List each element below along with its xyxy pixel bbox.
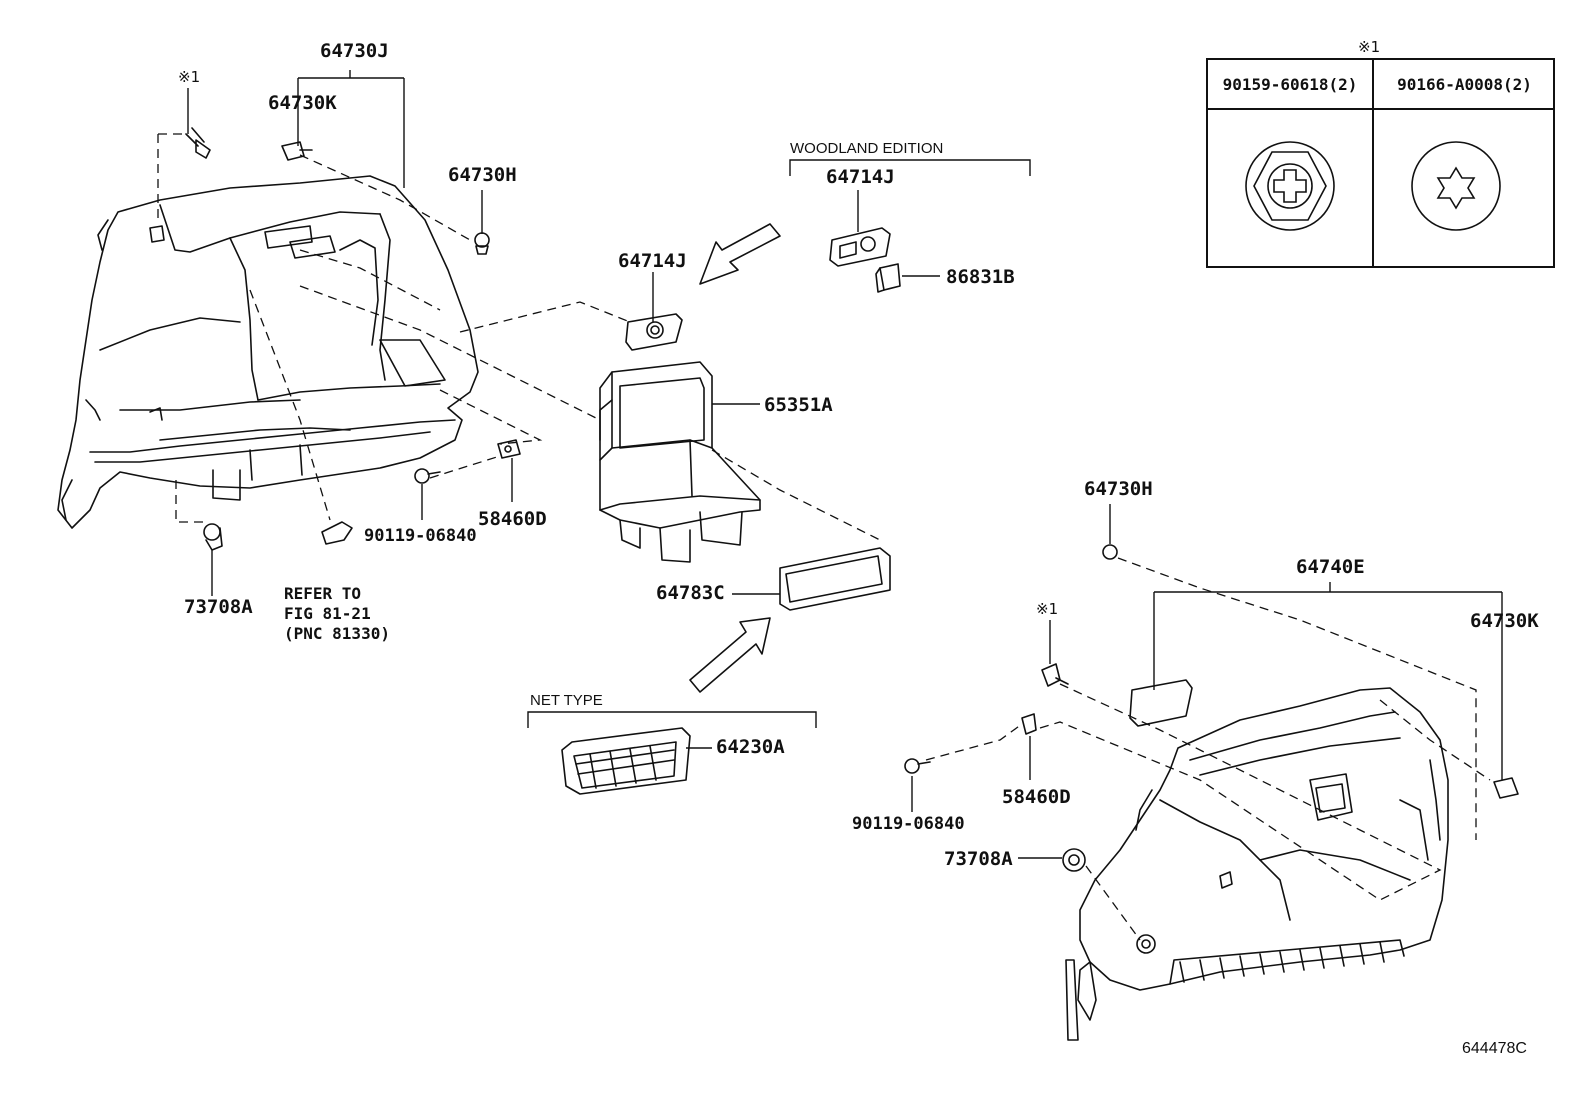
arrow-down-left — [699, 223, 781, 285]
mark-label-right: ※1 — [1036, 600, 1059, 618]
part-label-58460D-right: 58460D — [1002, 786, 1071, 808]
part-label-64730J: 64730J — [320, 40, 389, 62]
part-label-64730H-left: 64730H — [448, 164, 517, 186]
part-label-64714J-center: 64714J — [618, 250, 687, 272]
legend-screw-phillips — [1245, 141, 1335, 231]
refer-note: REFER TO FIG 81-21 (PNC 81330) — [284, 584, 390, 643]
fastener-64730H-left — [474, 232, 490, 255]
figure-number: 644478C — [1462, 1040, 1527, 1057]
fastener-64730H-right — [1102, 544, 1118, 560]
hook-73708A-right — [1062, 848, 1086, 872]
right-quarter-trim-panel — [1065, 687, 1449, 1041]
plate-64740E — [1129, 679, 1193, 727]
storage-box-65351A — [599, 361, 761, 563]
woodland-64714J — [829, 227, 891, 267]
part-label-73708A-right: 73708A — [944, 848, 1013, 870]
mark-label-left: ※1 — [178, 68, 201, 86]
assembly-lines — [157, 133, 1491, 941]
fastener-legend-table: 90159-60618(2) 90166-A0008(2) — [1206, 58, 1555, 268]
part-label-64740E: 64740E — [1296, 556, 1365, 578]
part-label-64783C: 64783C — [656, 582, 725, 604]
bolt-90119-left — [414, 468, 441, 484]
clip-58460D-right — [1021, 713, 1037, 735]
hook-73708A-left — [203, 523, 223, 551]
legend-divider-h — [1208, 108, 1553, 110]
fastener-mark-right — [1041, 663, 1069, 687]
legend-mark: ※1 — [1358, 38, 1381, 56]
fastener-mark-left — [185, 127, 211, 159]
clip-58460D-left — [497, 439, 521, 459]
woodland-edition-label: WOODLAND EDITION — [790, 140, 944, 157]
net-type-label: NET TYPE — [530, 692, 603, 709]
net-64230A — [561, 727, 691, 795]
cover-64714J-center — [625, 313, 683, 351]
bolt-90119-right — [904, 758, 931, 774]
part-label-90119-left: 90119-06840 — [364, 526, 477, 546]
legend-col2-header: 90166-A0008(2) — [1397, 75, 1532, 94]
part-label-64730K-right: 64730K — [1470, 610, 1539, 632]
part-label-64230A: 64230A — [716, 736, 785, 758]
arrow-up-right — [689, 617, 771, 693]
part-label-86831B: 86831B — [946, 266, 1015, 288]
legend-col1-header: 90159-60618(2) — [1222, 75, 1358, 94]
connector-86831B — [875, 263, 901, 293]
clip-refer-81330 — [321, 521, 353, 545]
frame-64783C — [779, 547, 891, 611]
part-label-64730H-right: 64730H — [1084, 478, 1153, 500]
legend-divider-v — [1372, 60, 1374, 266]
leader-lines — [187, 70, 1503, 859]
part-label-64714J-woodland: 64714J — [826, 166, 895, 188]
part-label-58460D-left: 58460D — [478, 508, 547, 530]
part-label-73708A-left: 73708A — [184, 596, 253, 618]
part-label-64730K-left: 64730K — [268, 92, 337, 114]
left-quarter-trim-panel — [57, 175, 479, 529]
fastener-64730K-right — [1493, 777, 1519, 799]
legend-screw-torx — [1411, 141, 1501, 231]
fastener-64730K-left — [281, 141, 313, 161]
part-label-65351A: 65351A — [764, 394, 833, 416]
part-label-90119-right: 90119-06840 — [852, 814, 965, 834]
